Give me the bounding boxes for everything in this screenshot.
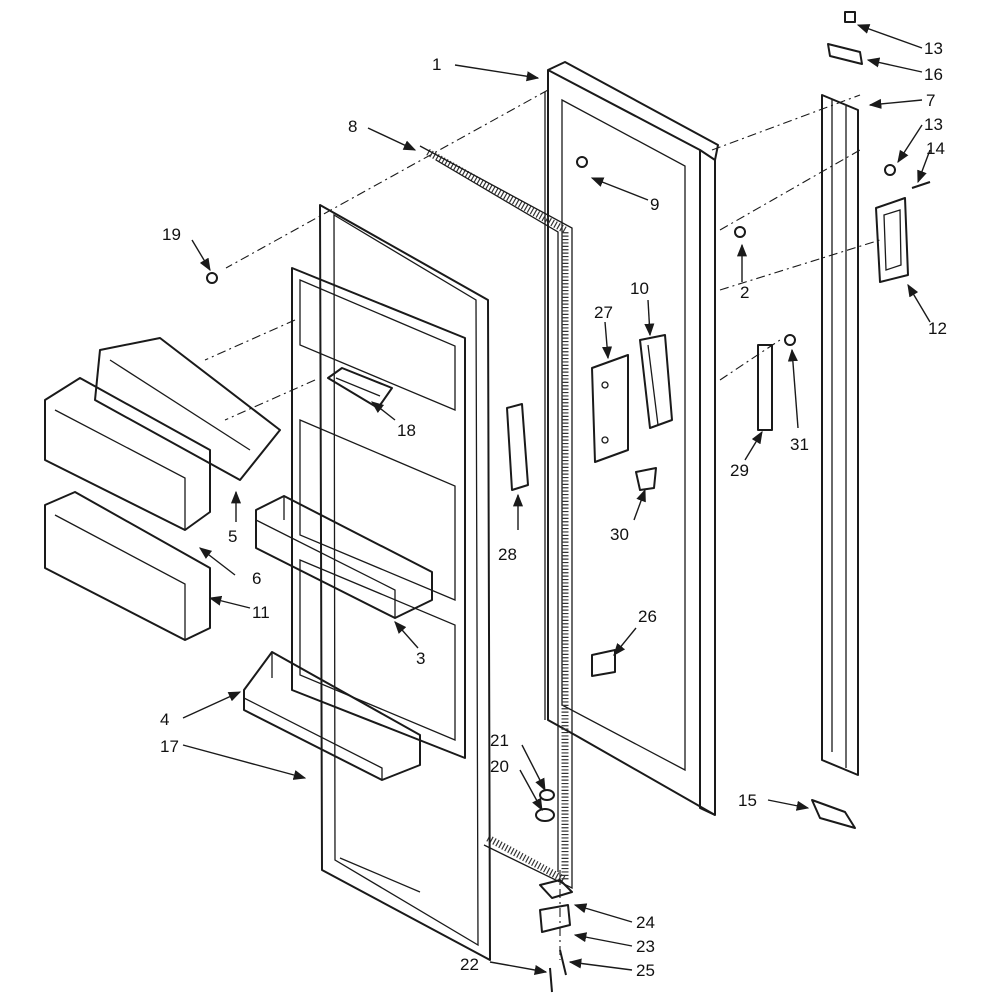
- callout-27: 27: [594, 303, 613, 322]
- pin-14: [911, 181, 931, 189]
- callout-24: 24: [636, 913, 655, 932]
- screw-31: [784, 334, 796, 346]
- outer-door-panel: [544, 61, 719, 816]
- hinge-23: [539, 904, 571, 933]
- inner-door-liner: [291, 204, 491, 961]
- lower-bin: [44, 491, 211, 641]
- callout-29: 29: [730, 461, 749, 480]
- handle-insert: [506, 403, 529, 491]
- screw-13-mid: [884, 164, 896, 176]
- callout-26: 26: [638, 607, 657, 626]
- callout-10: 10: [630, 279, 649, 298]
- bracket-26: [591, 649, 616, 677]
- shim-24: [539, 879, 573, 899]
- callout-labels: 1 2 3 4 5 6 7 8 9 10 11 12 13 13 14 15 1…: [160, 39, 947, 980]
- callout-12: 12: [928, 319, 947, 338]
- callout-3: 3: [416, 649, 425, 668]
- callout-22: 22: [460, 955, 479, 974]
- callout-23: 23: [636, 937, 655, 956]
- clip-30: [635, 467, 657, 491]
- upper-shelf-bin: [255, 495, 433, 619]
- screw-25: [559, 949, 567, 976]
- screw-2: [734, 226, 746, 238]
- callout-8: 8: [348, 117, 357, 136]
- callout-17: 17: [160, 737, 179, 756]
- callout-28: 28: [498, 545, 517, 564]
- callout-5: 5: [228, 527, 237, 546]
- callout-1: 1: [432, 55, 441, 74]
- upper-bin-with-cover: [44, 337, 281, 531]
- dairy-compartment: [327, 367, 393, 409]
- strip-29: [757, 344, 773, 431]
- door-trim-strip: [821, 94, 859, 776]
- callout-15: 15: [738, 791, 757, 810]
- callout-25: 25: [636, 961, 655, 980]
- callout-21: 21: [490, 731, 509, 750]
- callout-14: 14: [926, 139, 945, 158]
- callout-4: 4: [160, 710, 169, 729]
- callout-13-top: 13: [924, 39, 943, 58]
- callout-2: 2: [740, 283, 749, 302]
- lower-shelf-bin: [243, 651, 421, 781]
- callout-30: 30: [610, 525, 629, 544]
- door-gasket: [419, 145, 573, 890]
- screw-19: [206, 272, 218, 284]
- callout-13-mid: 13: [924, 115, 943, 134]
- callout-19: 19: [162, 225, 181, 244]
- plug-9: [576, 156, 588, 168]
- hardware: [206, 11, 931, 993]
- screw-13-top: [844, 11, 856, 23]
- callout-9: 9: [650, 195, 659, 214]
- callout-6: 6: [252, 569, 261, 588]
- washer-21: [539, 789, 555, 801]
- callout-20: 20: [490, 757, 509, 776]
- assembly-guide-lines: [204, 89, 881, 960]
- hinge-housing: [639, 334, 673, 429]
- callout-31: 31: [790, 435, 809, 454]
- callout-11: 11: [252, 603, 270, 622]
- bracket-16: [827, 43, 863, 65]
- bushing-20: [535, 808, 555, 822]
- screw-22: [549, 967, 553, 993]
- callout-18: 18: [397, 421, 416, 440]
- callout-7: 7: [926, 91, 935, 110]
- hinge-cover-15: [811, 799, 856, 829]
- leader-arrows: [182, 24, 931, 975]
- hinge-plate: [591, 354, 629, 463]
- callout-16: 16: [924, 65, 943, 84]
- handle-bracket: [875, 197, 909, 283]
